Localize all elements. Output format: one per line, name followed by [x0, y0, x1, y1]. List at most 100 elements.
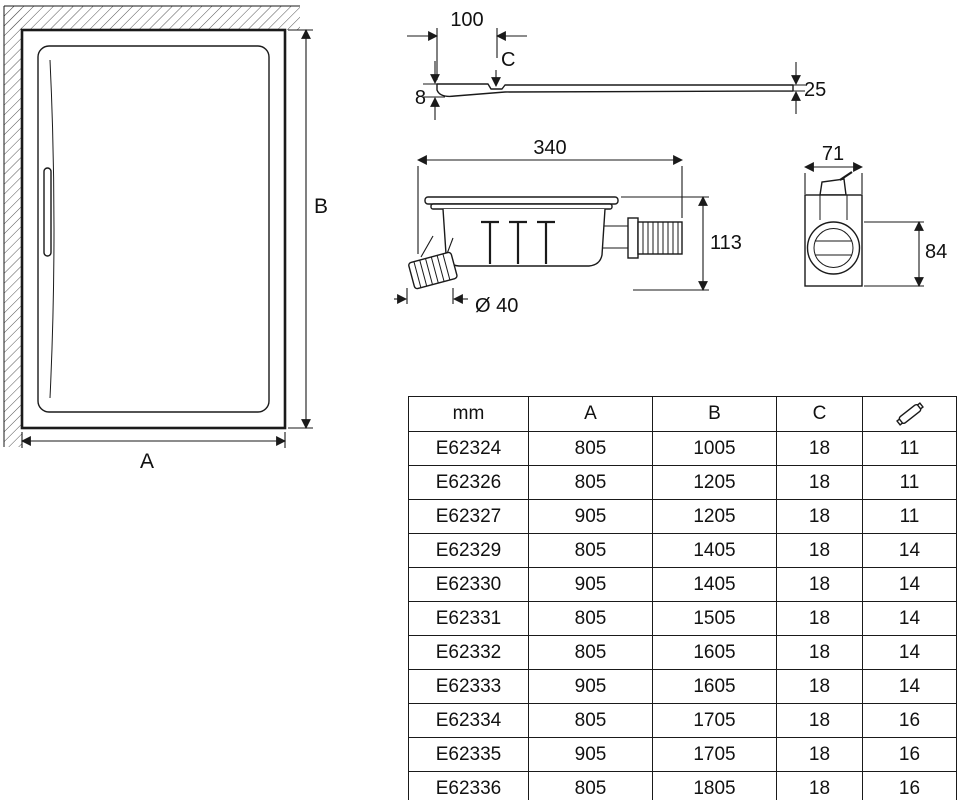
dim-label-84: 84 — [925, 241, 947, 263]
spec-cell-c: 18 — [776, 669, 863, 704]
outlet-elbow — [408, 235, 458, 290]
waste-body — [408, 196, 683, 290]
dim-84: 84 — [864, 221, 947, 287]
dim-C: C — [491, 49, 515, 87]
wall-hatching — [3, 5, 300, 447]
dim-label-340: 340 — [533, 137, 566, 159]
dim-100: 100 — [407, 9, 527, 80]
spec-cell-code: E62333 — [408, 669, 529, 704]
internal-ribs — [481, 220, 555, 264]
drain-cover-strip — [43, 167, 52, 257]
spec-cell-b: 1805 — [652, 771, 777, 800]
dim-113: 113 — [621, 196, 742, 291]
col-header-a: A — [528, 396, 653, 432]
tray-edge-profile — [436, 83, 794, 98]
spec-cell-weight: 14 — [862, 601, 957, 636]
spec-cell-c: 18 — [776, 635, 863, 670]
col-header-b: B — [652, 396, 777, 432]
spec-cell-code: E62326 — [408, 465, 529, 500]
spec-cell-c: 18 — [776, 431, 863, 466]
spec-cell-weight: 11 — [862, 465, 957, 500]
spec-cell-c: 18 — [776, 567, 863, 602]
spec-cell-weight: 14 — [862, 533, 957, 568]
spec-cell-a: 805 — [528, 601, 653, 636]
spec-cell-weight: 16 — [862, 771, 957, 800]
clamp-lever — [839, 171, 853, 181]
spec-cell-c: 18 — [776, 499, 863, 534]
edge-profile-view: 100 C 8 25 — [407, 9, 826, 120]
spec-cell-c: 18 — [776, 737, 863, 772]
spec-cell-code: E62329 — [408, 533, 529, 568]
dim-label-8: 8 — [415, 87, 426, 109]
spec-cell-b: 1705 — [652, 703, 777, 738]
spec-cell-code: E62335 — [408, 737, 529, 772]
spec-cell-c: 18 — [776, 703, 863, 738]
clamp — [819, 178, 847, 196]
spec-cell-a: 805 — [528, 533, 653, 568]
col-header-weight — [862, 396, 957, 432]
spec-cell-a: 805 — [528, 703, 653, 738]
dim-label-113: 113 — [710, 232, 742, 254]
spec-cell-a: 805 — [528, 465, 653, 500]
dim-label-B: B — [314, 195, 328, 218]
spec-cell-code: E62327 — [408, 499, 529, 534]
spec-cell-c: 18 — [776, 465, 863, 500]
spec-cell-b: 1605 — [652, 635, 777, 670]
waste-side-view: 340 — [394, 137, 742, 317]
outlet-horizontal — [603, 217, 683, 259]
dim-25: 25 — [783, 62, 826, 114]
spec-cell-b: 1205 — [652, 465, 777, 500]
dim-label-A: A — [140, 450, 154, 473]
spec-cell-weight: 14 — [862, 635, 957, 670]
spec-cell-a: 805 — [528, 635, 653, 670]
waste-end-body — [804, 171, 863, 287]
dim-label-diameter-40: Ø 40 — [475, 295, 518, 317]
spec-cell-b: 1405 — [652, 567, 777, 602]
spec-cell-weight: 14 — [862, 567, 957, 602]
spec-table-header: mm A B C — [408, 396, 957, 432]
col-header-c: C — [776, 396, 863, 432]
spec-cell-a: 905 — [528, 499, 653, 534]
plan-view: B A — [3, 5, 328, 473]
dim-71: 71 — [804, 143, 863, 194]
spec-cell-code: E62330 — [408, 567, 529, 602]
waste-end-view: 71 84 — [804, 143, 947, 287]
spec-cell-a: 905 — [528, 737, 653, 772]
dim-label-C: C — [501, 49, 515, 71]
spec-cell-code: E62324 — [408, 431, 529, 466]
dim-height-B: B — [288, 29, 328, 429]
dim-label-25: 25 — [804, 79, 826, 101]
spec-cell-a: 905 — [528, 567, 653, 602]
dim-width-A: A — [21, 432, 286, 473]
spec-cell-weight: 16 — [862, 737, 957, 772]
tray-outline — [20, 28, 287, 430]
col-header-mm: mm — [408, 396, 529, 432]
spec-cell-b: 1005 — [652, 431, 777, 466]
spec-cell-code: E62334 — [408, 703, 529, 738]
spec-cell-code: E62336 — [408, 771, 529, 800]
spec-cell-b: 1505 — [652, 601, 777, 636]
dim-label-71: 71 — [822, 143, 844, 165]
dim-8: 8 — [415, 61, 445, 120]
spec-cell-code: E62332 — [408, 635, 529, 670]
spec-cell-b: 1705 — [652, 737, 777, 772]
spec-cell-weight: 11 — [862, 431, 957, 466]
spec-cell-c: 18 — [776, 533, 863, 568]
spec-cell-weight: 16 — [862, 703, 957, 738]
spec-cell-weight: 11 — [862, 499, 957, 534]
spec-cell-c: 18 — [776, 771, 863, 800]
